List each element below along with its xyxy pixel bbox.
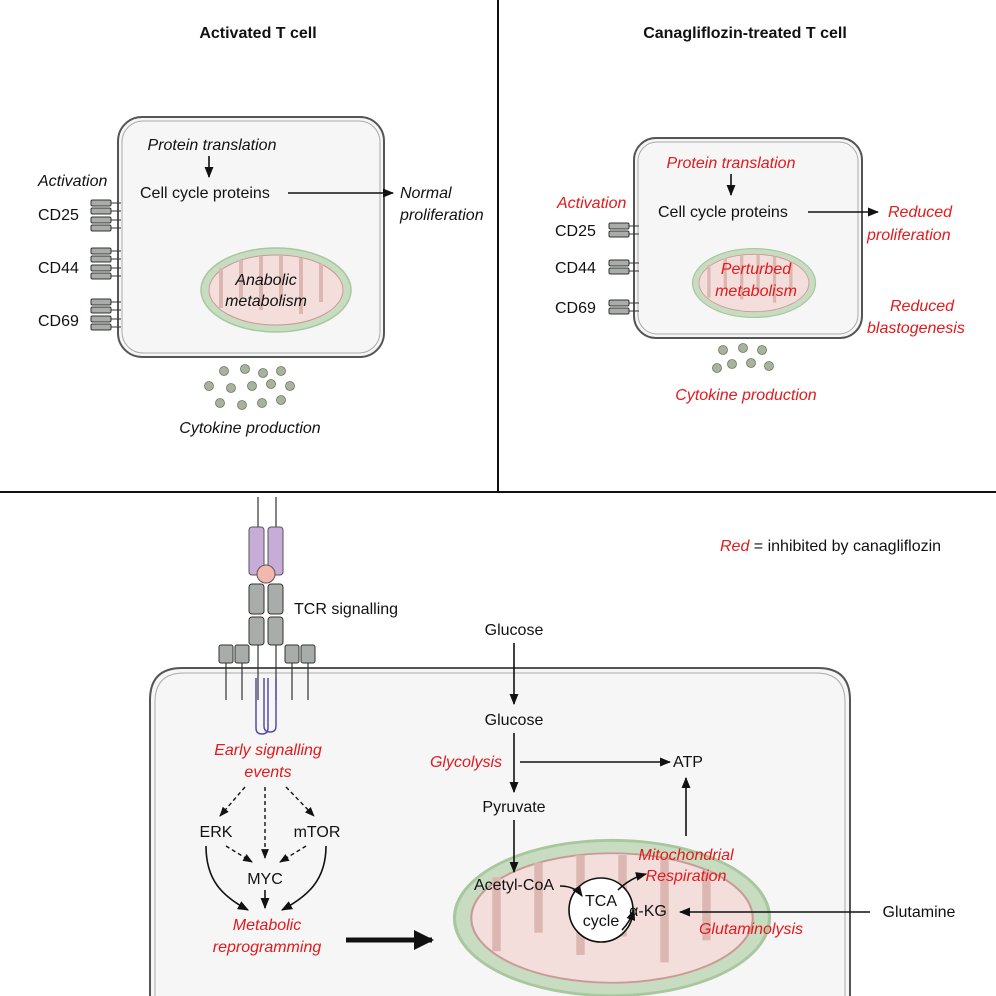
left-receptor-cd44 <box>90 247 122 280</box>
right-panel-title: Canagliflozin-treated T cell <box>643 25 847 42</box>
glutaminolysis-label: Glutaminolysis <box>699 921 803 938</box>
left-marker-cd25: CD25 <box>38 207 79 224</box>
right-protein-translation: Protein translation <box>667 155 796 172</box>
left-outcome-2: proliferation <box>399 207 484 224</box>
right-marker-cd25: CD25 <box>555 223 596 240</box>
left-marker-cd69: CD69 <box>38 313 79 330</box>
akg-label: α-KG <box>629 903 667 920</box>
arrow-acetyl-tca <box>559 885 583 897</box>
early-signalling-1: Early signalling <box>214 742 322 759</box>
right-outcome-1: Reduced <box>888 204 953 221</box>
left-activation-label: Activation <box>37 173 107 190</box>
early-signalling-2: events <box>244 764 291 781</box>
left-cytokine-label: Cytokine production <box>179 420 321 437</box>
bottom-cell-membrane-inner <box>154 672 846 996</box>
tcr-complex <box>218 497 316 735</box>
legend: Red = inhibited by canagliflozin <box>720 538 941 555</box>
legend-red-word: Red <box>720 538 750 555</box>
arrow-mtor-metabolic <box>281 845 327 911</box>
metabolic-reprogramming-1: Metabolic <box>233 917 301 934</box>
left-cytokine-dots <box>204 364 295 410</box>
right-outcome-2: proliferation <box>866 227 951 244</box>
right-cytokine-dots <box>712 343 774 373</box>
right-mito-label-1: Perturbed <box>721 261 792 278</box>
left-protein-translation: Protein translation <box>148 137 277 154</box>
glycolysis-label: Glycolysis <box>430 754 502 771</box>
left-receptor-cd25 <box>90 199 122 232</box>
acetyl-coa-label: Acetyl-CoA <box>474 877 554 894</box>
left-marker-cd44: CD44 <box>38 260 79 277</box>
right-blast-1: Reduced <box>890 298 955 315</box>
arrow-tca-akg <box>617 872 648 891</box>
right-activation-label: Activation <box>556 195 626 212</box>
left-outcome-1: Normal <box>400 185 452 202</box>
mito-respiration-1: Mitochondrial <box>638 847 734 864</box>
arrow-early-erk <box>219 786 246 817</box>
right-mito-label-2: metabolism <box>715 283 797 300</box>
tca-cycle-circle <box>568 877 634 943</box>
glucose-inside: Glucose <box>485 712 544 729</box>
right-cytokine-label: Cytokine production <box>675 387 817 404</box>
arrow-erk-myc <box>225 845 253 863</box>
mtor-label: mTOR <box>294 824 341 841</box>
tcr-label: TCR signalling <box>294 601 398 618</box>
left-receptor-cd69 <box>90 298 122 331</box>
right-marker-cd69: CD69 <box>555 300 596 317</box>
legend-rest: = inhibited by canagliflozin <box>749 538 941 555</box>
glucose-outside: Glucose <box>485 622 544 639</box>
glutamine-label: Glutamine <box>883 904 956 921</box>
arrow-mtor-myc <box>279 845 307 863</box>
right-cell-cycle-proteins: Cell cycle proteins <box>658 204 788 221</box>
right-cell-membrane-inner <box>637 141 859 335</box>
pyruvate-label: Pyruvate <box>482 799 545 816</box>
erk-label: ERK <box>200 824 233 841</box>
atp-label: ATP <box>673 754 703 771</box>
left-cell-membrane-inner <box>121 120 381 354</box>
metabolic-reprogramming-2: reprogramming <box>213 939 322 956</box>
mito-respiration-2: Respiration <box>646 868 727 885</box>
arrow-akg-tca <box>621 908 636 931</box>
right-blast-2: blastogenesis <box>867 320 965 337</box>
left-panel-title: Activated T cell <box>199 25 316 42</box>
tca-label-1: TCA <box>585 893 617 910</box>
left-mito-label-1: Anabolic <box>234 272 296 289</box>
right-marker-cd44: CD44 <box>555 260 596 277</box>
left-mito-label-2: metabolism <box>225 293 307 310</box>
myc-label: MYC <box>247 871 283 888</box>
left-mitochondrion <box>199 246 353 334</box>
left-cell-cycle-proteins: Cell cycle proteins <box>140 185 270 202</box>
tca-label-2: cycle <box>583 913 620 930</box>
arrow-erk-metabolic <box>205 845 249 911</box>
